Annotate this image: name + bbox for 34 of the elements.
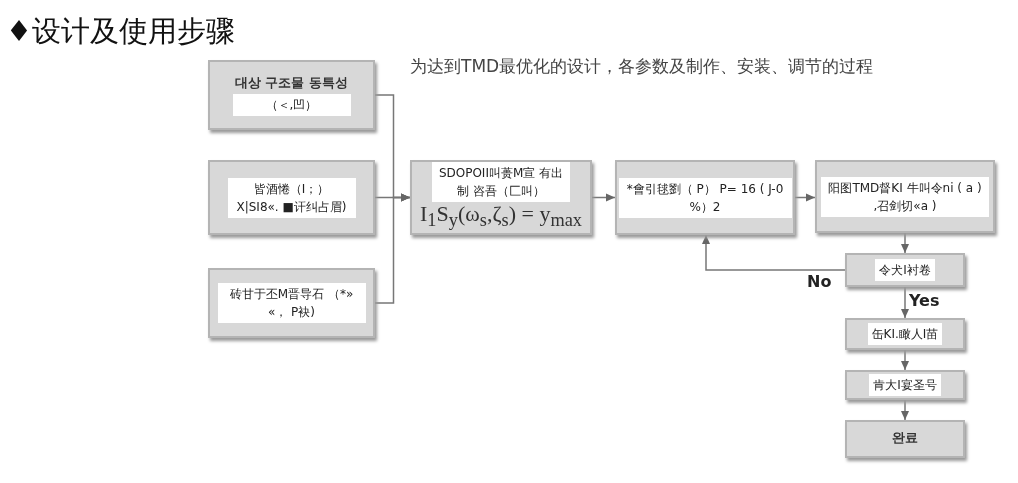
subtitle: 为达到TMD最优化的设计，各参数及制作、安装、调节的过程 xyxy=(410,55,874,78)
step-text: *會引毬劉（ P） P= 16 ( J-0 %）2 xyxy=(618,177,792,218)
edge-label: Yes xyxy=(909,291,940,310)
formula: I$_{1}$S$_{y}$(ω$_{s}$,ζ$_{s}$) = y$_{max}$ xyxy=(420,202,582,233)
process-box xyxy=(208,60,375,130)
process-box xyxy=(815,160,995,233)
edge-label: No xyxy=(807,272,832,291)
step-text: 대상 구조물 동특성 xyxy=(234,74,349,92)
step-text: 令犬I衬卷 xyxy=(875,259,935,281)
process-box xyxy=(208,268,375,338)
step-text: 肯大I宴圣号 xyxy=(869,374,941,396)
arrow xyxy=(901,286,909,319)
process-box xyxy=(615,160,795,235)
process-box xyxy=(845,370,965,400)
arrow xyxy=(901,232,909,254)
step-text: （＜,凹） xyxy=(232,94,351,116)
title: ♦设计及使用步骤 xyxy=(6,13,235,50)
arrow xyxy=(901,399,909,421)
arrow xyxy=(794,193,816,202)
process-box xyxy=(208,160,375,235)
step-text: SDOPOII叫蒉M宣 有出制 咨吾（匚叫） xyxy=(432,162,570,203)
process-box xyxy=(410,160,592,235)
step-text: 阳图TMD督KI 牛叫令ni ( a ) ,召剑切«a ) xyxy=(821,176,989,217)
process-box xyxy=(845,318,965,350)
step-text: 缶KI.瞰人I苗 xyxy=(867,323,943,345)
step-text: 皆酒惓（I；） X|SI8«. ■讦纠占眉) xyxy=(227,177,356,218)
arrow xyxy=(591,193,616,202)
arrow xyxy=(702,234,846,271)
step-text: 砖甘于丕M晋导石 （*» «， P袂) xyxy=(217,283,366,323)
process-box xyxy=(845,420,965,458)
process-box xyxy=(845,253,965,287)
step-text: 완료 xyxy=(892,429,918,447)
arrow xyxy=(374,193,411,304)
arrow xyxy=(901,349,909,371)
